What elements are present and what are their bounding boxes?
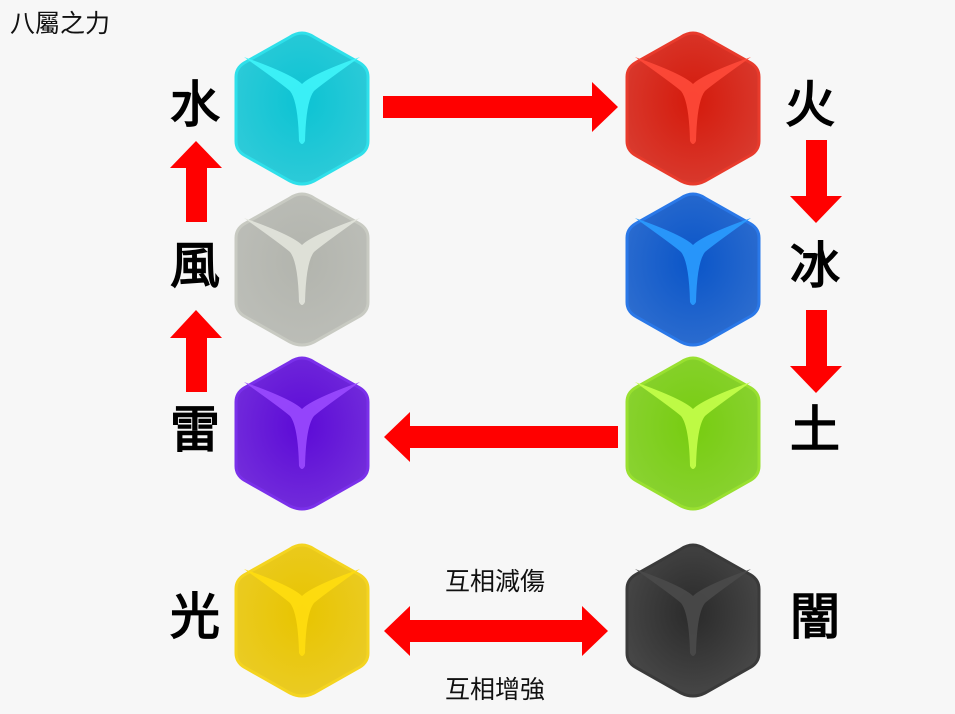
label-water: 水 bbox=[170, 76, 220, 134]
arrow-thunder-to-wind bbox=[170, 310, 222, 392]
arrow-water-to-fire bbox=[383, 82, 618, 132]
arrow-wind-to-water bbox=[170, 141, 222, 222]
label-earth: 土 bbox=[790, 401, 840, 459]
cube-dark bbox=[623, 541, 763, 701]
label-light: 光 bbox=[170, 588, 220, 646]
label-ice: 冰 bbox=[790, 237, 840, 295]
cube-earth bbox=[623, 354, 763, 514]
arrow-fire-to-ice bbox=[790, 140, 842, 223]
arrow-ice-to-earth bbox=[790, 310, 842, 393]
label-fire: 火 bbox=[785, 76, 835, 134]
cube-wind bbox=[232, 190, 372, 350]
arrow-earth-to-thunder bbox=[384, 412, 618, 462]
cube-thunder bbox=[232, 354, 372, 514]
diagram-title: 八屬之力 bbox=[10, 9, 111, 38]
note-mutual-enhancement: 互相增強 bbox=[444, 675, 545, 704]
label-thunder: 雷 bbox=[170, 401, 220, 459]
label-dark: 闇 bbox=[790, 588, 840, 646]
label-wind: 風 bbox=[170, 237, 220, 295]
cube-fire bbox=[623, 29, 763, 189]
note-mutual-damage-reduction: 互相減傷 bbox=[444, 567, 545, 596]
cube-water bbox=[232, 29, 372, 189]
cube-ice bbox=[623, 190, 763, 350]
double-arrow-light-dark bbox=[384, 606, 608, 656]
cube-light bbox=[232, 541, 372, 701]
